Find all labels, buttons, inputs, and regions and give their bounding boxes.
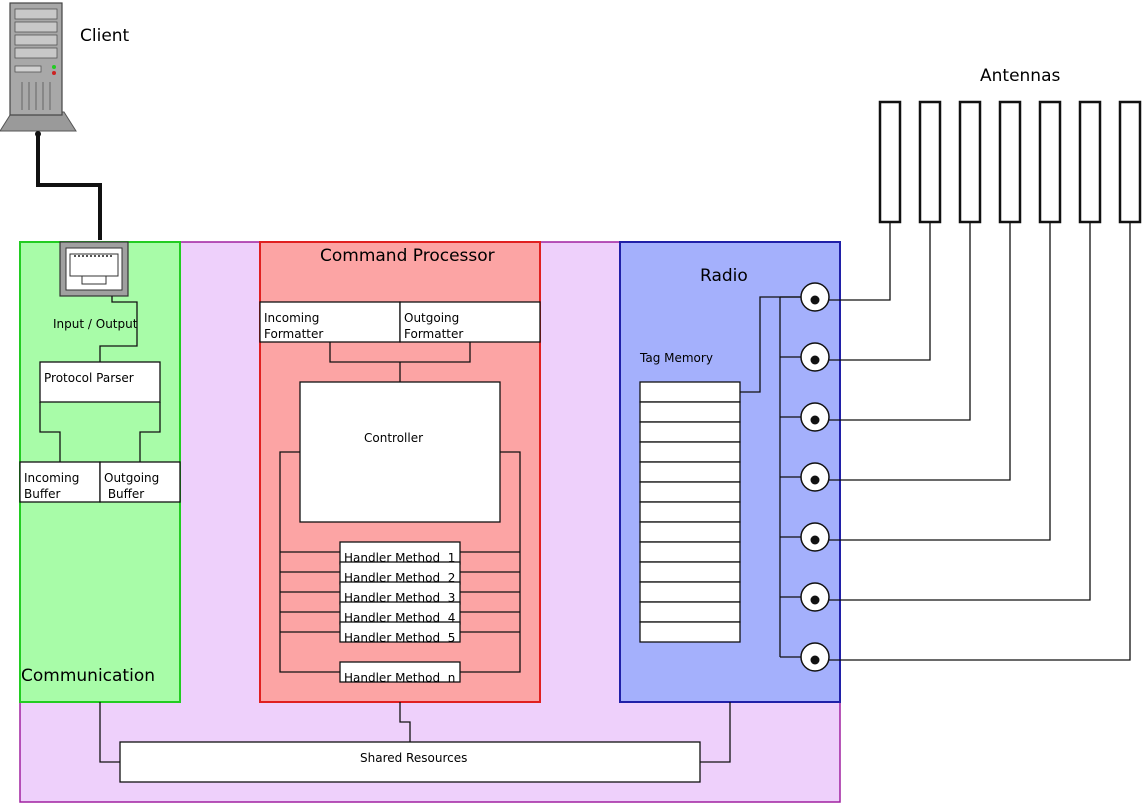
incoming-buffer-label-line2: Buffer: [24, 487, 60, 501]
input-output-label: Input / Output: [53, 317, 138, 331]
antenna-icon: [1038, 100, 1062, 224]
outgoing-formatter-box: [399, 301, 541, 343]
incoming-formatter-label-line2: Formatter: [264, 327, 323, 341]
antenna-group: [878, 100, 1142, 224]
handler-method-label: Handler Method 5: [344, 631, 455, 645]
tag-memory-row: [639, 421, 741, 443]
tag-memory-row: [639, 381, 741, 403]
antenna-icon: [1118, 100, 1142, 224]
tag-memory-row: [639, 501, 741, 523]
tag-memory-row: [639, 601, 741, 623]
tag-memory-row: [639, 521, 741, 543]
tag-memory-row: [639, 541, 741, 563]
command-processor-label: Command Processor: [320, 246, 495, 266]
communication-label: Communication: [21, 666, 155, 686]
outgoing-buffer-label-line2: Buffer: [104, 487, 144, 501]
antenna-icon: [998, 100, 1022, 224]
protocol-parser-box: [39, 361, 161, 403]
antenna-icon: [918, 100, 942, 224]
antennas-label: Antennas: [980, 66, 1060, 86]
tag-memory-row: [639, 581, 741, 603]
outgoing-buffer-label-line1: Outgoing: [104, 471, 159, 485]
protocol-parser-label: Protocol Parser: [44, 371, 134, 385]
client-cable: [36, 132, 102, 240]
tag-memory-row: [639, 561, 741, 583]
client-computer-icon: [0, 2, 77, 132]
antenna-icon: [1078, 100, 1102, 224]
handler-method-box: [339, 621, 461, 643]
radio-label: Radio: [700, 266, 748, 286]
client-label: Client: [80, 26, 130, 46]
shared-resources-label: Shared Resources: [360, 751, 467, 765]
handler-method-n-label: Handler Method n: [344, 671, 455, 685]
controller-label: Controller: [364, 431, 423, 445]
handler-methods: Handler Method 1 Handler Method 2 Handle…: [339, 541, 461, 685]
antenna-icon: [958, 100, 982, 224]
tag-memory-row: [639, 461, 741, 483]
incoming-formatter-box: [259, 301, 401, 343]
radio-ports: [780, 222, 1131, 672]
shared-resources-box: [119, 741, 701, 783]
tag-memory-label: Tag Memory: [639, 351, 713, 365]
outgoing-formatter-label-line1: Outgoing: [404, 311, 459, 325]
tag-memory-row: [639, 441, 741, 463]
tag-memory-row: [639, 481, 741, 503]
ethernet-port-icon: [59, 241, 129, 297]
tag-memory-table: [639, 381, 741, 643]
handler-method-n-box: [339, 661, 461, 683]
incoming-formatter-label-line1: Incoming: [264, 311, 319, 325]
controller-box: [299, 381, 501, 523]
outgoing-formatter-label-line2: Formatter: [404, 327, 463, 341]
tag-memory-row: [639, 621, 741, 643]
incoming-buffer-label-line1: Incoming: [24, 471, 79, 485]
outgoing-buffer-box: [99, 461, 181, 503]
tag-memory-row: [639, 401, 741, 423]
antenna-icon: [878, 100, 902, 224]
